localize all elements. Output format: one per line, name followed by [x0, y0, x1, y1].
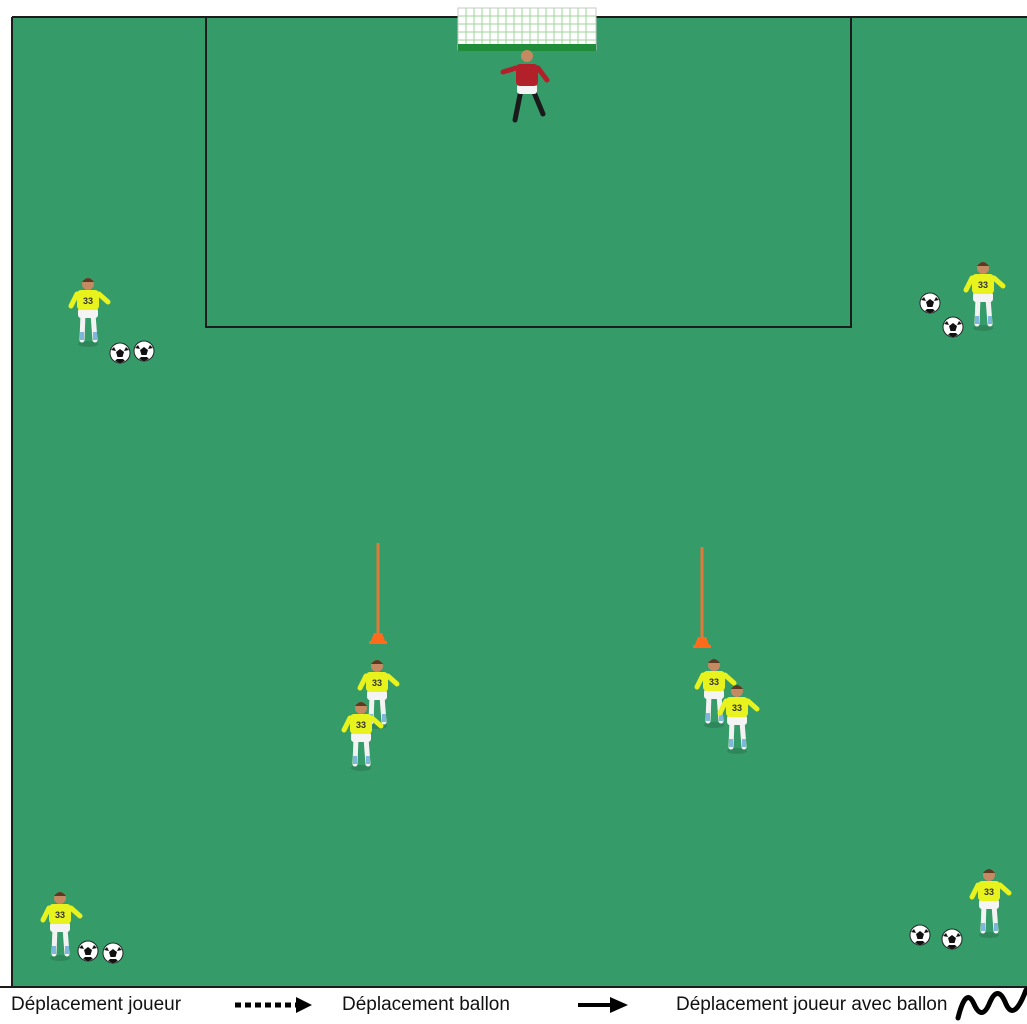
legend-ball-movement-label: Déplacement ballon: [342, 994, 510, 1016]
ball: [910, 925, 930, 945]
shirt-number: 33: [55, 910, 65, 920]
shirt-number: 33: [732, 703, 742, 713]
ball: [103, 943, 123, 963]
ball: [942, 929, 962, 949]
shirt-number: 33: [984, 887, 994, 897]
legend-player-movement-label: Déplacement joueur: [11, 994, 181, 1016]
shirt-number: 33: [372, 678, 382, 688]
shirt-number: 33: [83, 296, 93, 306]
ball: [943, 317, 963, 337]
pitch-surface: [12, 17, 1027, 987]
legend-solid-arrow: [578, 997, 628, 1013]
shirt-number: 33: [709, 677, 719, 687]
legend-dotted-arrow: [235, 997, 312, 1013]
legend-player-with-ball-label: Déplacement joueur avec ballon: [676, 994, 947, 1016]
goal: [458, 8, 596, 51]
ball: [134, 341, 154, 361]
legend-wavy-line: [958, 990, 1026, 1018]
shirt-number: 33: [978, 280, 988, 290]
ball: [110, 343, 130, 363]
ball: [78, 941, 98, 961]
ball: [920, 293, 940, 313]
shirt-number: 33: [356, 720, 366, 730]
